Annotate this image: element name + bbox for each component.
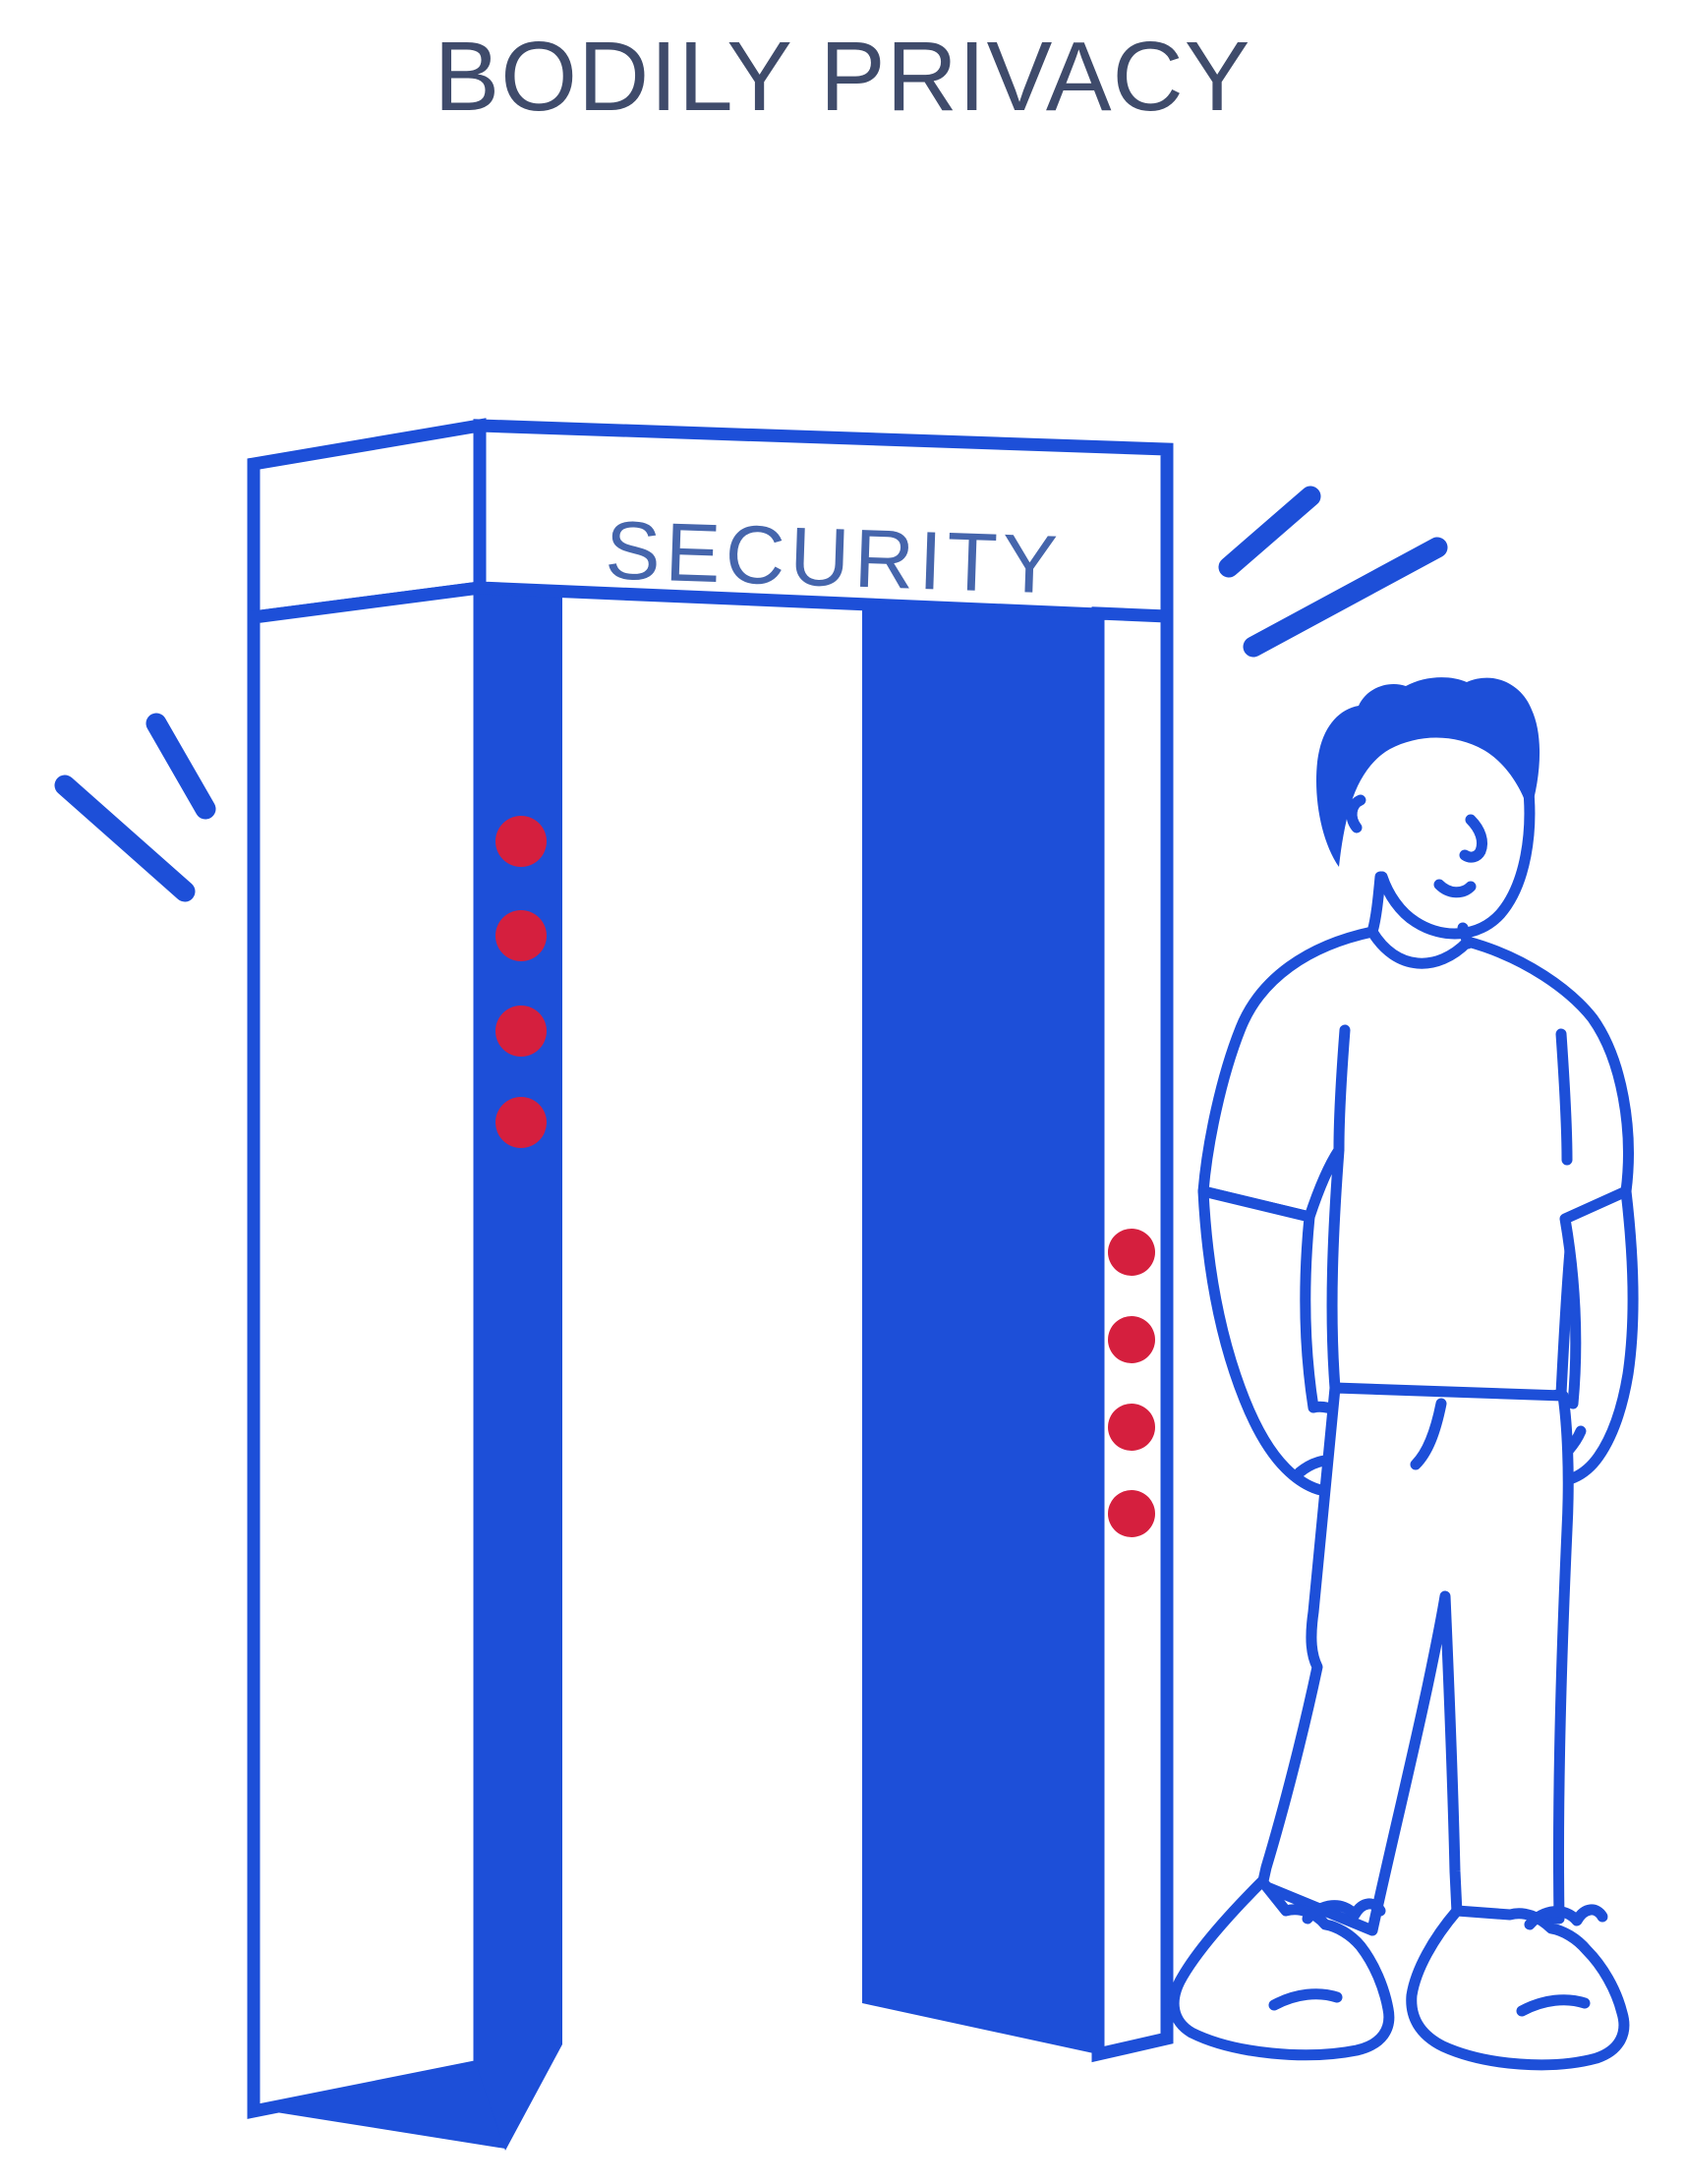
person-back-shoe-tongue bbox=[1524, 1904, 1608, 1930]
page-title: BODILY PRIVACY bbox=[435, 22, 1251, 132]
sparkle-stroke bbox=[145, 713, 216, 820]
person-back-shoe-line bbox=[1516, 1994, 1591, 2017]
left-panel-lights bbox=[495, 816, 547, 1148]
person-nose bbox=[1459, 814, 1488, 863]
sparkle-stroke bbox=[1218, 486, 1321, 578]
indicator-light bbox=[495, 910, 547, 961]
person-hair bbox=[1315, 677, 1540, 867]
person-front-shoe-tongue bbox=[1302, 1898, 1386, 1925]
person-front-shoe-line bbox=[1268, 1988, 1343, 2011]
sparkle-stroke bbox=[54, 775, 196, 902]
indicator-light bbox=[495, 1097, 547, 1148]
person-face-outline bbox=[1376, 776, 1536, 940]
indicator-light bbox=[1108, 1490, 1155, 1537]
person-neck-left-line bbox=[1366, 871, 1386, 938]
scanner-left-foot-wedge bbox=[258, 2062, 505, 2149]
indicator-light bbox=[495, 1006, 547, 1057]
person-pants-fly-line bbox=[1410, 1398, 1447, 1470]
person-pants bbox=[1256, 1382, 1574, 1936]
person-smile bbox=[1433, 879, 1477, 898]
person-front-shoe bbox=[1168, 1875, 1395, 2061]
sparkles-left bbox=[54, 713, 216, 902]
indicator-light bbox=[1108, 1404, 1155, 1451]
right-panel-lights bbox=[1108, 1229, 1155, 1537]
scanner-right-pillar-front bbox=[862, 602, 1098, 2054]
person-back-shoe bbox=[1406, 1905, 1630, 2071]
person-illustration bbox=[1168, 677, 1639, 2071]
person-shirt-seam-right bbox=[1555, 1028, 1573, 1166]
sparkle-stroke bbox=[1243, 537, 1448, 658]
person-ear bbox=[1346, 794, 1366, 833]
security-scanner-gate: SECURITY bbox=[247, 418, 1174, 2151]
scanner-sign-label: SECURITY bbox=[604, 503, 1064, 610]
indicator-light bbox=[1108, 1316, 1155, 1363]
indicator-light bbox=[1108, 1229, 1155, 1276]
person-shirt-seam-left bbox=[1333, 1024, 1351, 1154]
scanner-left-pillar bbox=[477, 587, 562, 2151]
sparkles-right bbox=[1218, 486, 1448, 658]
indicator-light bbox=[495, 816, 547, 867]
scanner-side-panel bbox=[247, 580, 487, 2119]
